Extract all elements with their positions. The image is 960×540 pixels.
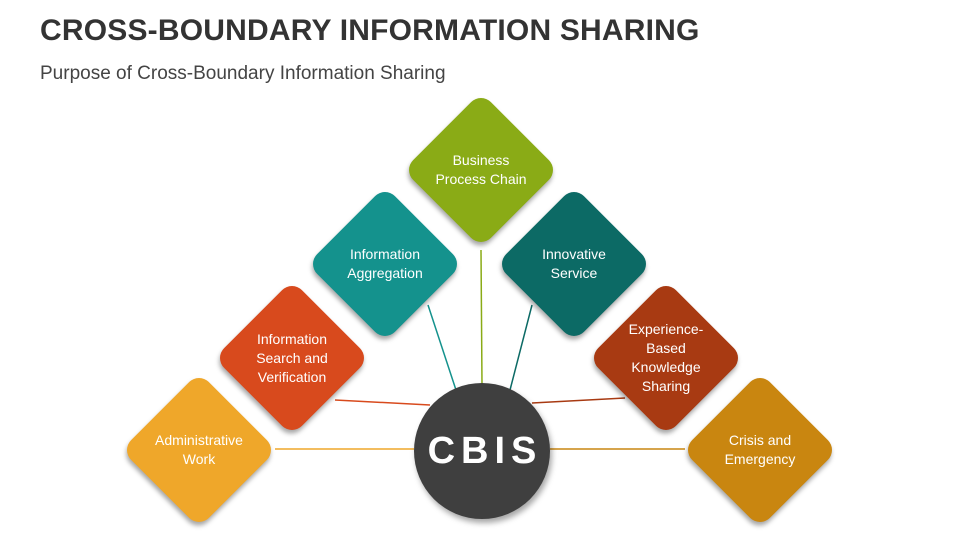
node-label: Crisis and Emergency — [724, 432, 796, 467]
node-label: Experience- Based Knowledge Sharing — [628, 321, 704, 394]
node-label: Administrative Work — [155, 432, 243, 467]
node-label: Innovative Service — [542, 246, 606, 281]
hub-label: CBIS — [427, 429, 543, 472]
node-label: Business Process Chain — [435, 152, 527, 187]
node-label: Information Aggregation — [347, 246, 423, 281]
connector-business-process-chain — [480, 249, 483, 386]
connector-innovative-service — [509, 304, 533, 391]
connector-experience-based — [531, 397, 626, 404]
page-subtitle: Purpose of Cross-Boundary Information Sh… — [40, 63, 446, 84]
connector-information-aggregation — [427, 304, 457, 391]
cbis-hub-circle: CBIS — [414, 383, 550, 519]
page-title: CROSS-BOUNDARY INFORMATION SHARING — [40, 14, 700, 47]
connector-information-search — [334, 399, 431, 406]
node-label: Information Search and Verification — [256, 330, 328, 385]
